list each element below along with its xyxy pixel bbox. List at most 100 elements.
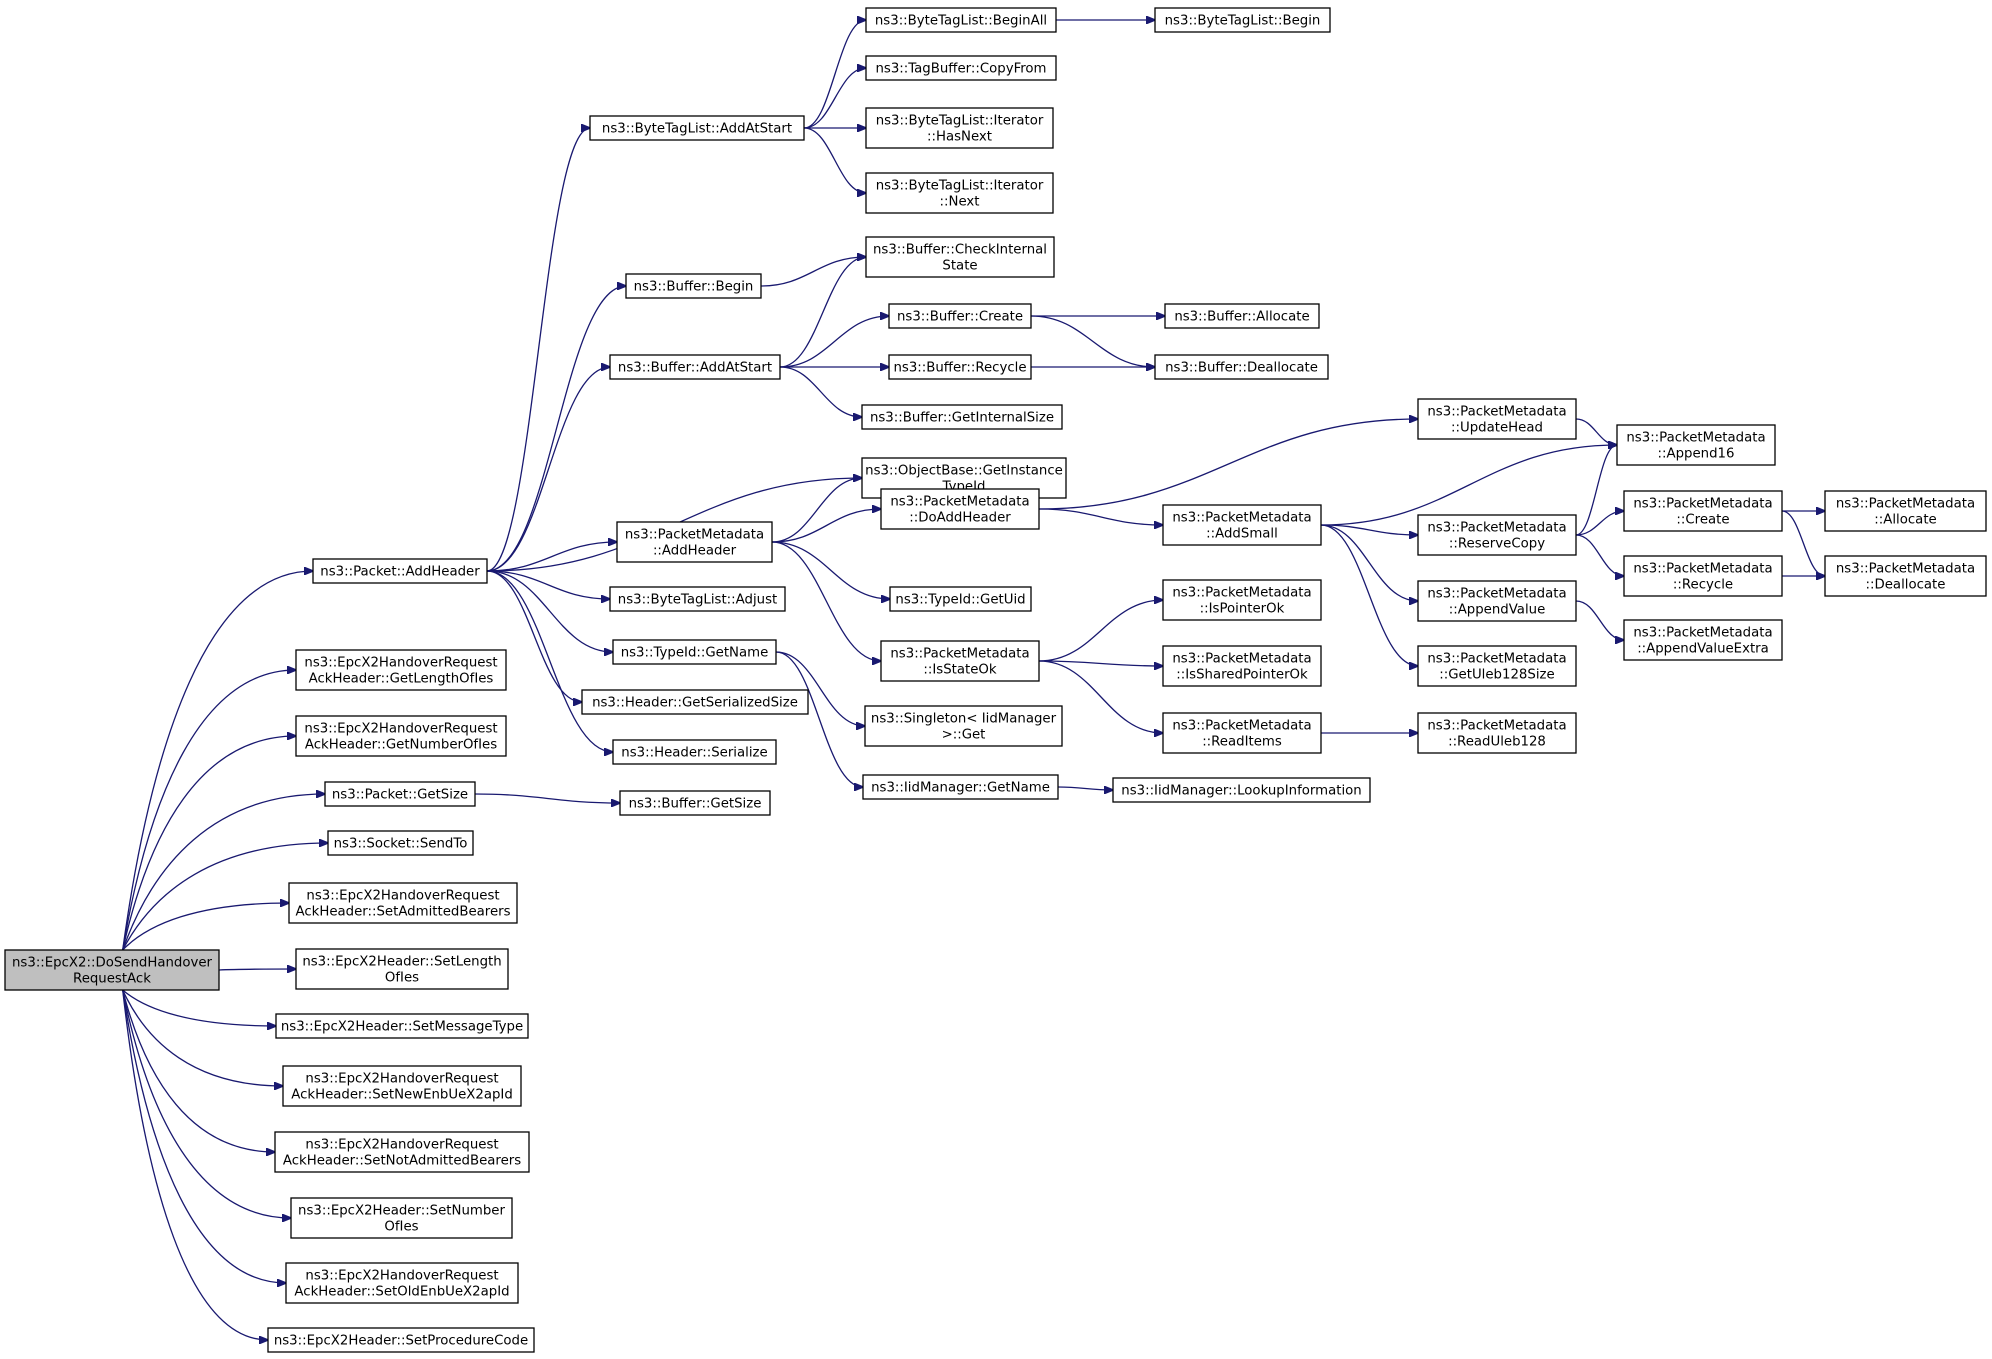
node-ByteTagList_Begin[interactable]: ns3::ByteTagList::Begin: [1154, 7, 1331, 33]
node-PM_ReadUleb128[interactable]: ns3::PacketMetadata::ReadUleb128: [1417, 712, 1577, 754]
edge-Packet_GetSize-to-Buffer_GetSize: [474, 793, 620, 803]
node-PM_AppendValueExtra[interactable]: ns3::PacketMetadata::AppendValueExtra: [1623, 619, 1783, 661]
node-label: ::Append16: [1658, 447, 1735, 462]
node-Buffer_Recycle[interactable]: ns3::Buffer::Recycle: [888, 354, 1032, 380]
node-PM_AppendValue[interactable]: ns3::PacketMetadata::AppendValue: [1417, 580, 1577, 622]
node-Buffer_Deallocate[interactable]: ns3::Buffer::Deallocate: [1154, 354, 1329, 380]
node-ByteTagList_Adjust[interactable]: ns3::ByteTagList::Adjust: [609, 586, 786, 612]
node-Header_Serialize[interactable]: ns3::Header::Serialize: [612, 739, 777, 765]
node-SetOldEnbUeX2apId[interactable]: ns3::EpcX2HandoverRequestAckHeader::SetO…: [285, 1262, 519, 1304]
edge-Packet_AddHeader-to-Buffer_AddAtStart: [486, 367, 610, 572]
node-PM_IsStateOk[interactable]: ns3::PacketMetadata::IsStateOk: [880, 640, 1040, 682]
node-Buffer_GetSize[interactable]: ns3::Buffer::GetSize: [619, 790, 771, 816]
node-SetNotAdmittedBearers[interactable]: ns3::EpcX2HandoverRequestAckHeader::SetN…: [274, 1131, 530, 1173]
node-PM_IsSharedPointerOk[interactable]: ns3::PacketMetadata::IsSharedPointerOk: [1162, 645, 1322, 687]
node-label: ::ReadUleb128: [1448, 735, 1546, 750]
node-PM_Deallocate[interactable]: ns3::PacketMetadata::Deallocate: [1824, 555, 1987, 597]
node-ByteTagList_BeginAll[interactable]: ns3::ByteTagList::BeginAll: [865, 7, 1057, 33]
node-PM_Allocate[interactable]: ns3::PacketMetadata::Allocate: [1824, 490, 1987, 532]
node-Packet_AddHeader[interactable]: ns3::Packet::AddHeader: [312, 558, 488, 584]
node-box: [612, 639, 777, 665]
node-label: ::Recycle: [1673, 578, 1733, 593]
node-box: [290, 1197, 513, 1239]
node-PM_AddSmall[interactable]: ns3::PacketMetadata::AddSmall: [1162, 504, 1322, 546]
node-Singleton_Get[interactable]: ns3::Singleton< IidManager>::Get: [864, 705, 1063, 747]
edge-Packet_AddHeader-to-Header_GetSerializedSize: [486, 570, 582, 702]
node-box: [581, 689, 809, 715]
node-label: ns3::TypeId::GetUid: [895, 593, 1025, 608]
node-label: AckHeader::SetAdmittedBearers: [295, 905, 510, 920]
node-PM_ReserveCopy[interactable]: ns3::PacketMetadata::ReserveCopy: [1417, 514, 1577, 556]
node-Buffer_AddAtStart[interactable]: ns3::Buffer::AddAtStart: [609, 354, 781, 380]
node-box: [625, 273, 762, 299]
node-SetNewEnbUeX2apId[interactable]: ns3::EpcX2HandoverRequestAckHeader::SetN…: [282, 1065, 522, 1107]
node-TypeId_GetUid[interactable]: ns3::TypeId::GetUid: [889, 586, 1032, 612]
edge-IidManager_GetName-to-IidManager_LookupInformation: [1057, 787, 1113, 790]
node-Socket_SendTo[interactable]: ns3::Socket::SendTo: [327, 830, 474, 856]
node-box: [1623, 490, 1783, 532]
edge-DoSendHandoverRequestAck-to-SetLengthOfIes: [218, 969, 296, 970]
node-Iterator_HasNext[interactable]: ns3::ByteTagList::Iterator::HasNext: [865, 107, 1054, 149]
edge-PM_AddHeader-to-TypeId_GetUid: [771, 541, 890, 599]
node-GetLengthOfIes[interactable]: ns3::EpcX2HandoverRequestAckHeader::GetL…: [295, 649, 507, 691]
node-Iterator_Next[interactable]: ns3::ByteTagList::Iterator::Next: [865, 172, 1054, 214]
node-PM_ReadItems[interactable]: ns3::PacketMetadata::ReadItems: [1162, 712, 1322, 754]
node-PM_UpdateHead[interactable]: ns3::PacketMetadata::UpdateHead: [1417, 398, 1577, 440]
node-Buffer_Create[interactable]: ns3::Buffer::Create: [888, 303, 1032, 329]
node-box: [862, 774, 1059, 800]
edge-DoSendHandoverRequestAck-to-SetMessageType: [122, 989, 276, 1026]
node-SetMessageType[interactable]: ns3::EpcX2Header::SetMessageType: [275, 1013, 529, 1039]
edge-DoSendHandoverRequestAck-to-SetProcedureCode: [122, 989, 268, 1340]
node-PM_IsPointerOk[interactable]: ns3::PacketMetadata::IsPointerOk: [1162, 579, 1322, 621]
edges-layer: [122, 20, 1825, 1340]
node-SetAdmittedBearers[interactable]: ns3::EpcX2HandoverRequestAckHeader::SetA…: [288, 882, 518, 924]
node-label: ns3::Packet::GetSize: [332, 788, 468, 803]
node-box: [275, 1013, 529, 1039]
node-label: ns3::PacketMetadata: [890, 647, 1029, 662]
node-PM_Append16[interactable]: ns3::PacketMetadata::Append16: [1616, 424, 1776, 466]
node-label: ns3::PacketMetadata: [1626, 431, 1765, 446]
node-label: ::UpdateHead: [1451, 421, 1543, 436]
node-label: ns3::Buffer::AddAtStart: [618, 361, 772, 376]
edge-PM_AddSmall-to-PM_Append16: [1320, 445, 1617, 526]
node-PM_AddHeader[interactable]: ns3::PacketMetadata::AddHeader: [616, 521, 773, 563]
node-GetNumberOfIes[interactable]: ns3::EpcX2HandoverRequestAckHeader::GetN…: [295, 715, 507, 757]
node-ByteTagList_AddAtStart[interactable]: ns3::ByteTagList::AddAtStart: [589, 115, 805, 141]
node-Packet_GetSize[interactable]: ns3::Packet::GetSize: [324, 781, 476, 807]
node-label: ns3::Header::Serialize: [621, 746, 767, 761]
node-box: [1154, 7, 1331, 33]
node-label: ::Allocate: [1874, 513, 1936, 528]
node-Header_GetSerializedSize[interactable]: ns3::Header::GetSerializedSize: [581, 689, 809, 715]
node-IidManager_LookupInformation[interactable]: ns3::IidManager::LookupInformation: [1112, 777, 1371, 803]
node-PM_GetUleb128Size[interactable]: ns3::PacketMetadata::GetUleb128Size: [1417, 645, 1577, 687]
node-label: AckHeader::SetNewEnbUeX2apId: [291, 1088, 513, 1103]
node-box: [589, 115, 805, 141]
node-label: AckHeader::GetLengthOfIes: [309, 672, 494, 687]
node-IidManager_GetName[interactable]: ns3::IidManager::GetName: [862, 774, 1059, 800]
node-label: State: [942, 259, 977, 274]
node-label: ns3::ByteTagList::Adjust: [618, 593, 777, 608]
node-box: [1623, 555, 1783, 597]
node-box: [880, 488, 1040, 530]
edge-ByteTagList_AddAtStart-to-TagBuffer_CopyFrom: [803, 68, 866, 129]
node-box: [1417, 645, 1577, 687]
node-Buffer_Allocate[interactable]: ns3::Buffer::Allocate: [1164, 303, 1320, 329]
node-TagBuffer_CopyFrom[interactable]: ns3::TagBuffer::CopyFrom: [865, 55, 1057, 81]
node-PM_Create[interactable]: ns3::PacketMetadata::Create: [1623, 490, 1783, 532]
node-SetProcedureCode[interactable]: ns3::EpcX2Header::SetProcedureCode: [267, 1327, 535, 1353]
node-box: [1162, 504, 1322, 546]
node-Buffer_Begin[interactable]: ns3::Buffer::Begin: [625, 273, 762, 299]
node-label: ns3::ByteTagList::Begin: [1165, 14, 1321, 29]
node-box: [865, 107, 1054, 149]
node-label: ns3::ByteTagList::BeginAll: [875, 14, 1047, 29]
node-label: ns3::EpcX2HandoverRequest: [305, 1269, 498, 1284]
node-TypeId_GetName[interactable]: ns3::TypeId::GetName: [612, 639, 777, 665]
node-PM_Recycle[interactable]: ns3::PacketMetadata::Recycle: [1623, 555, 1783, 597]
node-Buffer_GetInternalSize[interactable]: ns3::Buffer::GetInternalSize: [861, 404, 1063, 430]
node-label: ::AddHeader: [653, 544, 737, 559]
node-PM_DoAddHeader[interactable]: ns3::PacketMetadata::DoAddHeader: [880, 488, 1040, 530]
